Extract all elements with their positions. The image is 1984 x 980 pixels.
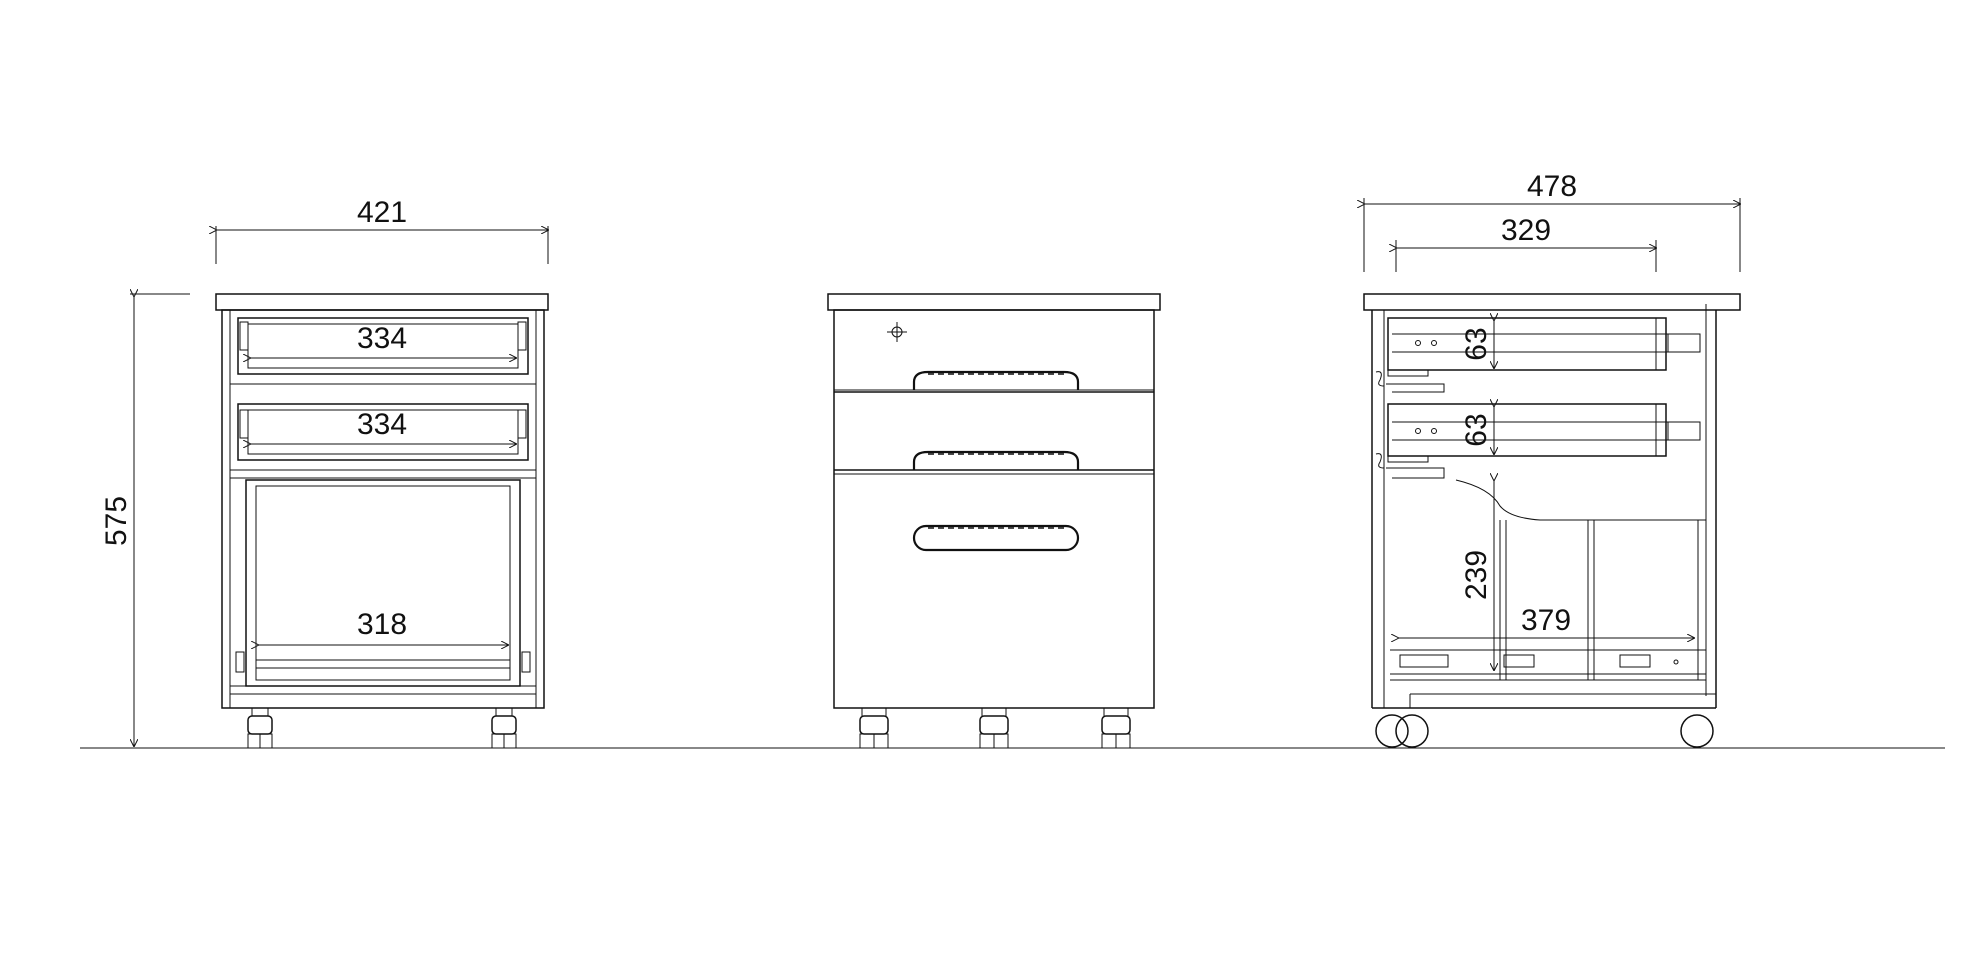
dimension-slide-depth: 329 bbox=[1501, 214, 1551, 247]
drawer-handle bbox=[912, 524, 1080, 552]
wheel bbox=[1375, 714, 1409, 748]
caster bbox=[1101, 707, 1131, 749]
drawer-handle bbox=[912, 450, 1080, 470]
wheel bbox=[1680, 714, 1714, 748]
dimension-file-height: 239 bbox=[1460, 550, 1493, 600]
dimension-drawer2-width: 334 bbox=[357, 408, 407, 441]
dimension-drawer-height-upper: 63 bbox=[1460, 327, 1493, 360]
dimension-bottom-width: 318 bbox=[357, 608, 407, 641]
caster bbox=[979, 707, 1009, 749]
caster bbox=[247, 707, 273, 749]
dimension-drawer1-width: 334 bbox=[357, 322, 407, 355]
interior-front-view: 421 334 334 318 575 bbox=[100, 196, 548, 749]
dimension-side-depth: 478 bbox=[1527, 170, 1577, 203]
drawer-handle bbox=[912, 370, 1080, 390]
side-section-view: 478 329 63 63 239 379 bbox=[1364, 170, 1740, 748]
dimension-overall-height: 575 bbox=[100, 496, 133, 546]
dimension-drawer-height-lower: 63 bbox=[1460, 413, 1493, 446]
closed-front-view bbox=[827, 293, 1161, 749]
dimension-front-width: 421 bbox=[357, 196, 407, 229]
caster bbox=[859, 707, 889, 749]
wheel bbox=[1395, 714, 1429, 748]
caster bbox=[491, 707, 517, 749]
dimension-file-depth: 379 bbox=[1521, 604, 1571, 637]
lock-icon bbox=[887, 322, 907, 342]
